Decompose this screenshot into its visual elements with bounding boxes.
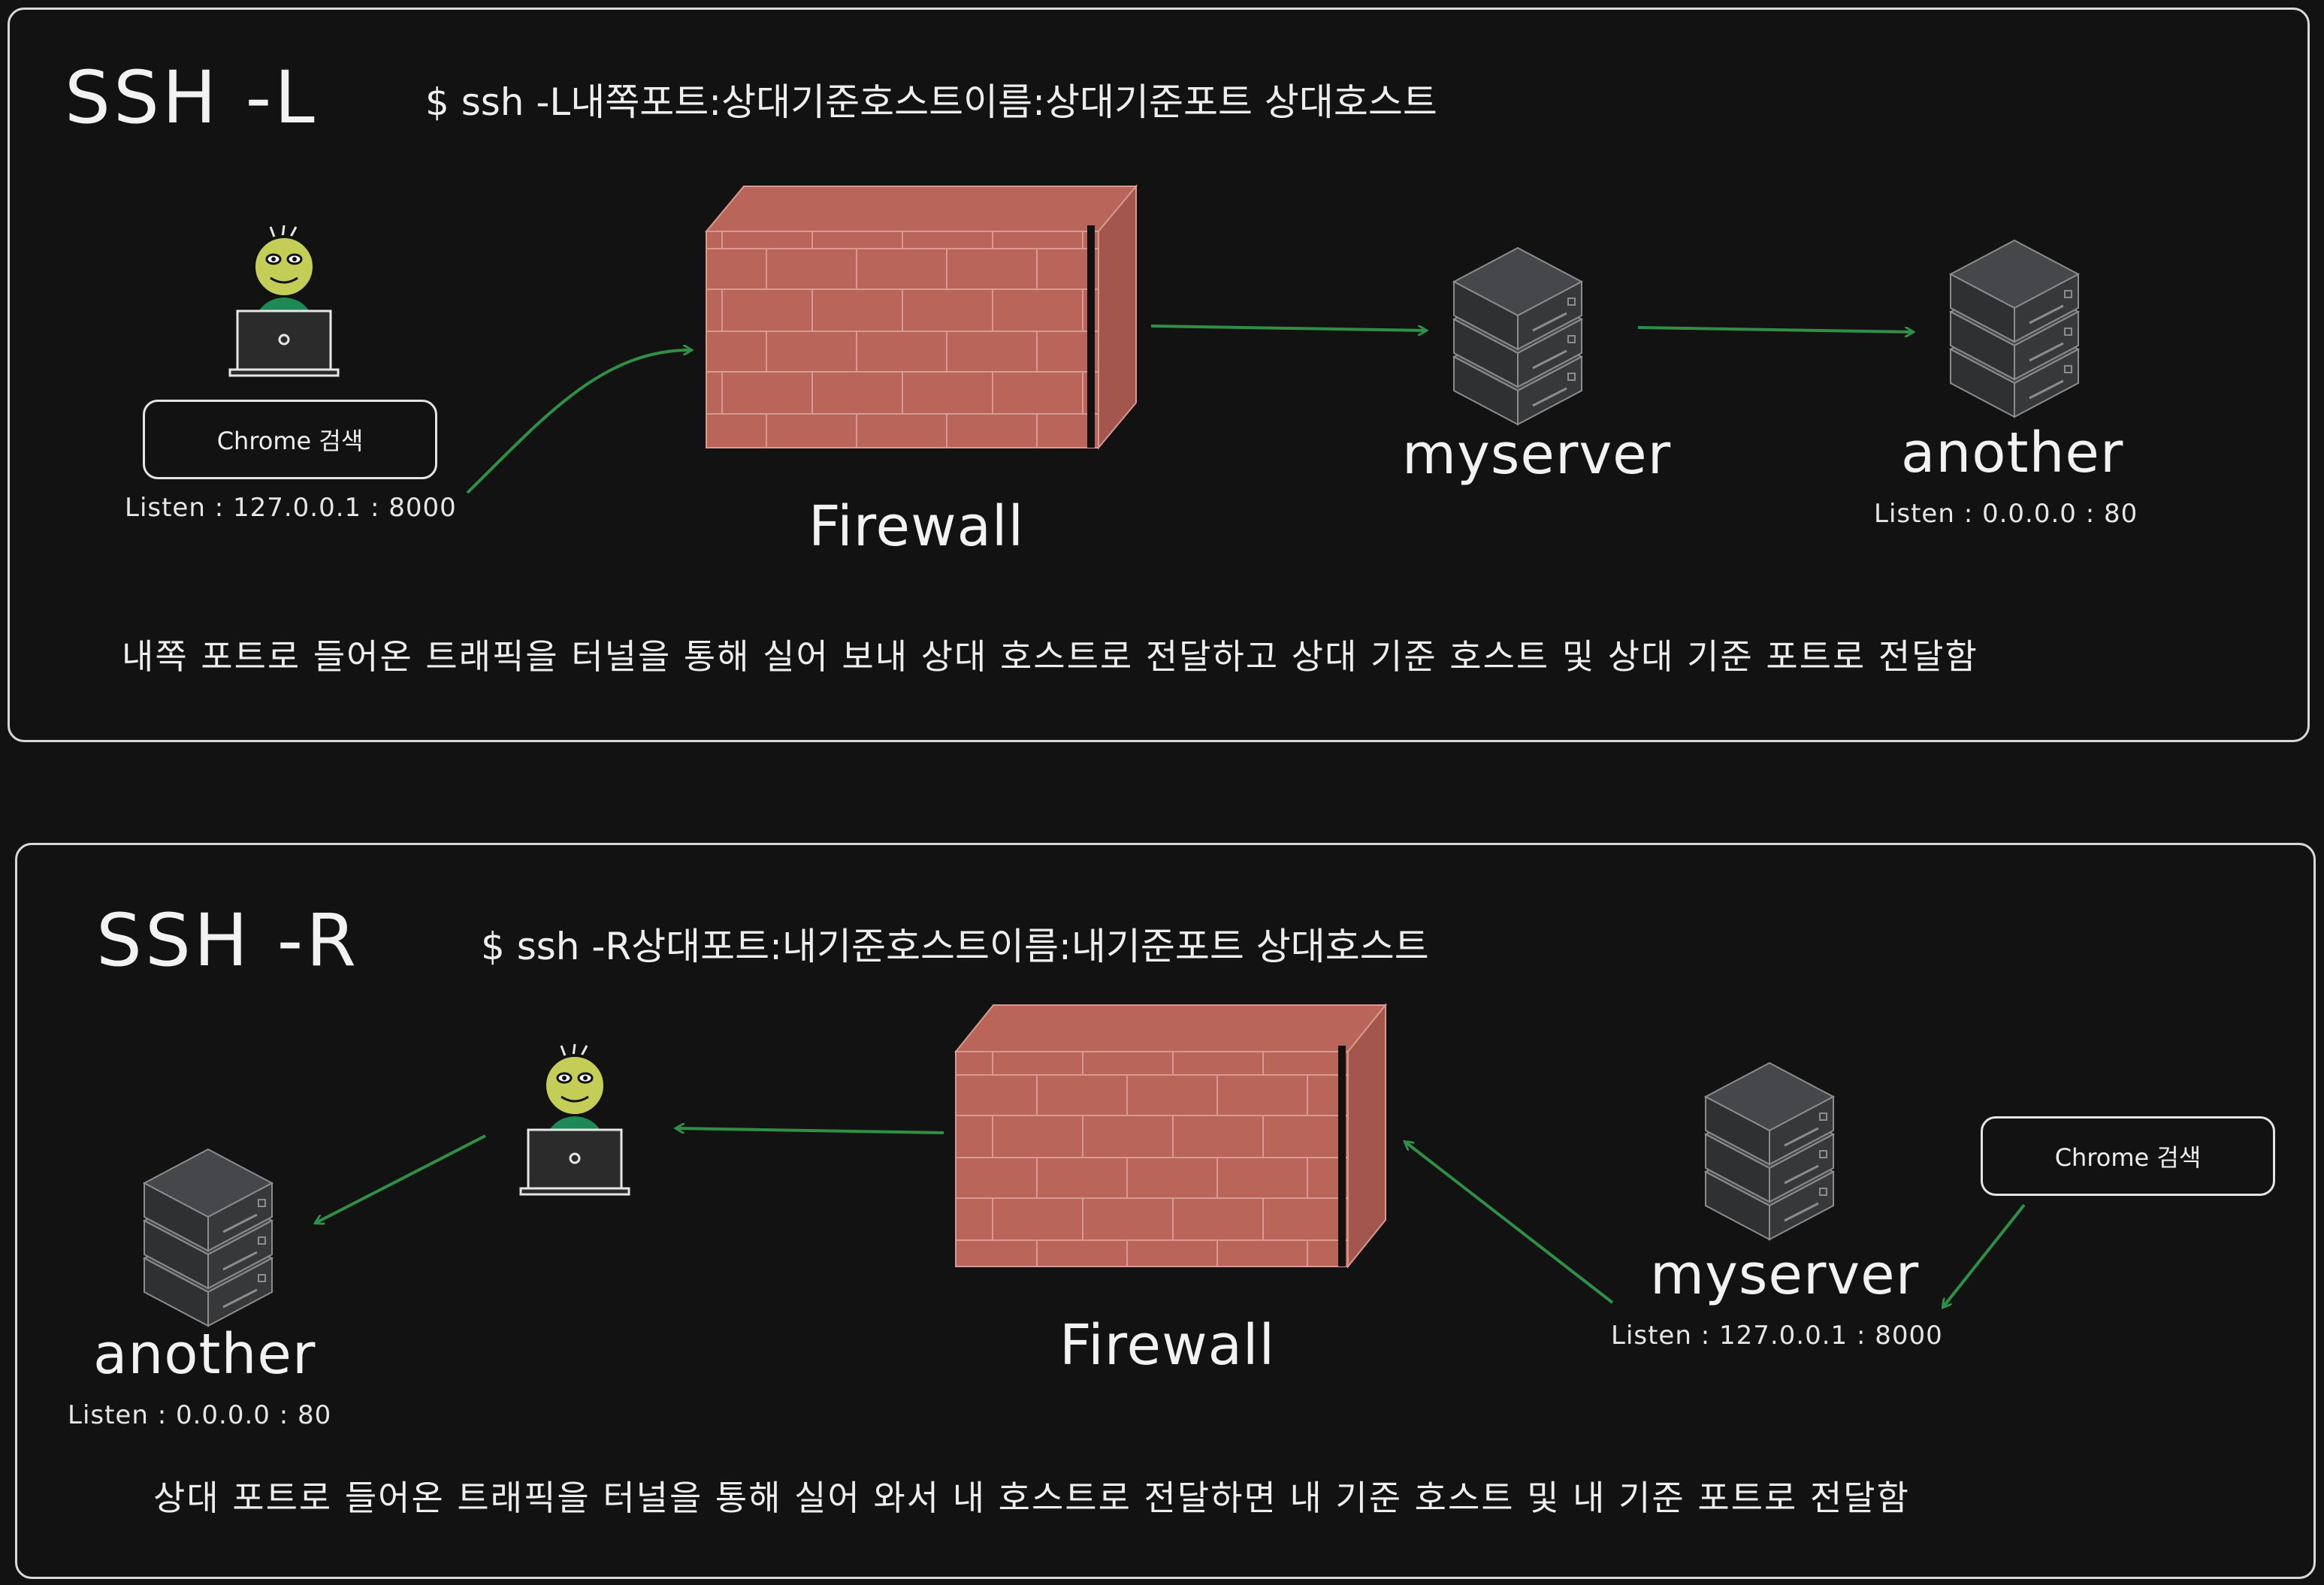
- user-laptop-icon: [519, 1043, 630, 1196]
- another-label: another: [93, 1322, 316, 1387]
- ssh-l-command: $ ssh -L내쪽포트:상대기준호스트이름:상대기준포트 상대호스트: [425, 80, 1437, 124]
- chrome-search-box: Chrome 검색: [1981, 1116, 2275, 1196]
- arrow-icon: [1150, 325, 1426, 331]
- chrome-search-box: Chrome 검색: [143, 400, 437, 479]
- arrow-icon: [1943, 1203, 2026, 1307]
- firewall-label: Firewall: [1059, 1313, 1276, 1378]
- ssh-r-caption: 상대 포트로 들어온 트래픽을 터널을 통해 실어 와서 내 호스트로 전달하면…: [153, 1478, 1910, 1518]
- ssh-l-caption: 내쪽 포트로 들어온 트래픽을 터널을 통해 실어 보내 상대 호스트로 전달하…: [122, 636, 1978, 677]
- another-label: another: [1901, 421, 2124, 485]
- chrome-search-label: Chrome 검색: [2054, 1143, 2202, 1172]
- myserver-label: myserver: [1402, 422, 1672, 487]
- server-stack-icon: [1454, 248, 1582, 424]
- ssh-r-title: SSH -R: [96, 898, 359, 983]
- firewall-icon: [953, 1003, 1388, 1269]
- firewall-icon: [704, 184, 1138, 450]
- user-laptop-icon: [228, 224, 340, 377]
- arrow-icon: [676, 1128, 944, 1134]
- firewall-label: Firewall: [808, 494, 1025, 559]
- server-stack-icon: [1951, 240, 2078, 417]
- ssh-local-panel: [8, 8, 2310, 742]
- ssh-remote-panel: [15, 843, 2316, 1579]
- another-listen-label: Listen : 0.0.0.0 : 80: [1874, 499, 2138, 529]
- another-listen-label: Listen : 0.0.0.0 : 80: [68, 1400, 332, 1430]
- ssh-r-command: $ ssh -R상대포트:내기준호스트이름:내기준포트 상대호스트: [481, 925, 1429, 968]
- server-stack-icon: [1706, 1063, 1833, 1239]
- arrow-icon: [316, 1134, 486, 1223]
- arrow-icon: [466, 350, 691, 494]
- ssh-l-title: SSH -L: [65, 56, 318, 140]
- myserver-label: myserver: [1650, 1242, 1920, 1307]
- arrow-icon: [1405, 1142, 1614, 1304]
- arrow-icon: [1637, 326, 1913, 332]
- local-listen-label: Listen : 127.0.0.1 : 8000: [125, 493, 457, 523]
- chrome-search-label: Chrome 검색: [216, 427, 364, 455]
- myserver-listen-label: Listen : 127.0.0.1 : 8000: [1611, 1321, 1943, 1351]
- server-stack-icon: [144, 1149, 272, 1326]
